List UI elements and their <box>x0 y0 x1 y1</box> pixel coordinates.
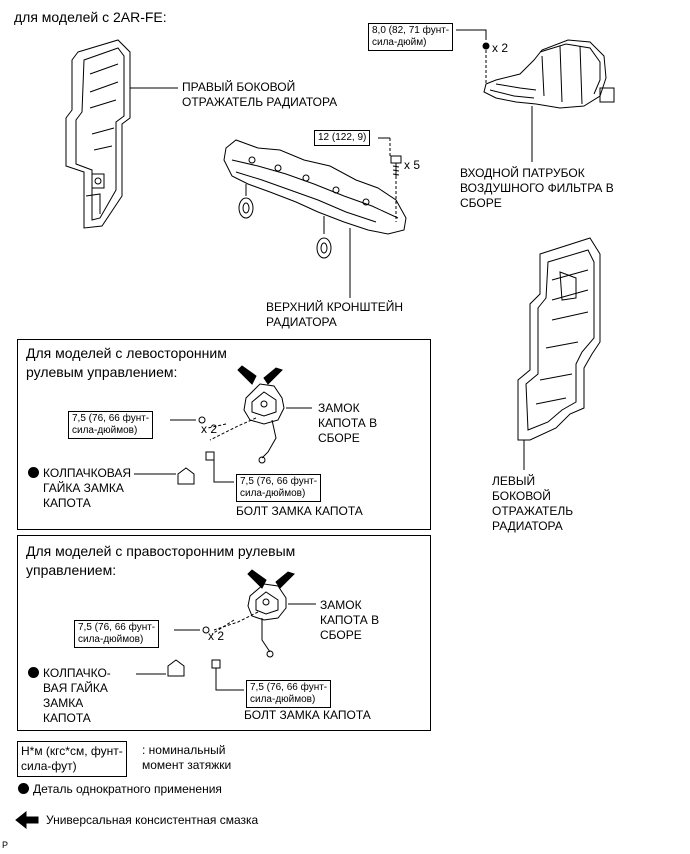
rhd-panel-title: Для моделей с правосторонним рулевым упр… <box>26 543 296 578</box>
bolt-icon <box>390 155 402 176</box>
grease-arrow-icon <box>15 810 39 830</box>
non-reusable-icon <box>18 783 29 794</box>
rh-deflector-drawing <box>65 39 178 229</box>
lhd-torque-bolt: 7,5 (76, 66 фунт- сила-дюймов) <box>236 474 322 502</box>
rhd-torque-bolt: 7,5 (76, 66 фунт- сила-дюймов) <box>246 680 332 708</box>
legend-torque-box: Н*м (кгс*см, фунт- сила-фут) <box>17 741 127 777</box>
lhd-panel <box>17 339 431 530</box>
rhd-cap-nut-label: КОЛПАЧКО- ВАЯ ГАЙКА ЗАМКА КАПОТА <box>28 666 111 726</box>
torque-box-upper-support: 12 (122, 9) <box>314 130 371 146</box>
qty-air-inlet: x 2 <box>492 41 509 55</box>
non-reusable-icon <box>28 467 39 478</box>
legend-torque-desc: : номинальный момент затяжки <box>142 743 232 772</box>
lhd-cap-nut-label: КОЛПАЧКОВАЯ ГАЙКА ЗАМКА КАПОТА <box>28 466 131 511</box>
rhd-torque-left: 7,5 (76, 66 фунт- сила-дюймов) <box>74 620 160 648</box>
lhd-panel-title: Для моделей с левосторонним рулевым упра… <box>26 345 227 380</box>
page-title: для моделей с 2AR-FE: <box>14 9 167 25</box>
footer-code: P <box>2 840 9 850</box>
legend-non-reusable: Деталь однократного применения <box>18 782 222 797</box>
rhd-qty: x 2 <box>208 629 225 643</box>
lhd-qty: x 2 <box>201 422 218 436</box>
lhd-hood-lock-label: ЗАМОК КАПОТА В СБОРЕ <box>318 401 378 445</box>
torque-box-air-inlet: 8,0 (82, 71 фунт- сила-дюйм) <box>368 23 454 51</box>
non-reusable-icon <box>28 667 39 678</box>
qty-upper-support: x 5 <box>404 158 421 172</box>
rhd-bolt-label: БОЛТ ЗАМКА КАПОТА <box>244 708 371 722</box>
rhd-panel <box>17 535 431 731</box>
upper-support-drawing <box>223 137 407 298</box>
rh-deflector-label: ПРАВЫЙ БОКОВОЙ ОТРАЖАТЕЛЬ РАДИАТОРА <box>182 80 338 109</box>
rhd-hood-lock-label: ЗАМОК КАПОТА В СБОРЕ <box>320 598 380 642</box>
upper-support-label: ВЕРХНИЙ КРОНШТЕЙН РАДИАТОРА <box>266 300 404 329</box>
lhd-bolt-label: БОЛТ ЗАМКА КАПОТА <box>236 504 363 518</box>
lhd-hood-lock-drawing <box>134 383 312 485</box>
rhd-hood-lock-drawing <box>136 583 316 691</box>
grease-arrow-icon <box>247 569 295 589</box>
air-inlet-drawing <box>456 29 615 162</box>
lh-deflector-label: ЛЕВЫЙ БОКОВОЙ ОТРАЖАТЕЛЬ РАДИАТОРА <box>492 474 574 533</box>
lh-deflector-drawing <box>517 237 601 470</box>
lhd-torque-left: 7,5 (76, 66 фунт- сила-дюймов) <box>68 411 154 439</box>
air-inlet-label: ВХОДНОЙ ПАТРУБОК ВОЗДУШНОГО ФИЛЬТРА В СБ… <box>460 166 614 210</box>
legend-grease: Универсальная консистентная смазка <box>46 813 259 827</box>
grease-arrow-icon <box>237 365 283 385</box>
